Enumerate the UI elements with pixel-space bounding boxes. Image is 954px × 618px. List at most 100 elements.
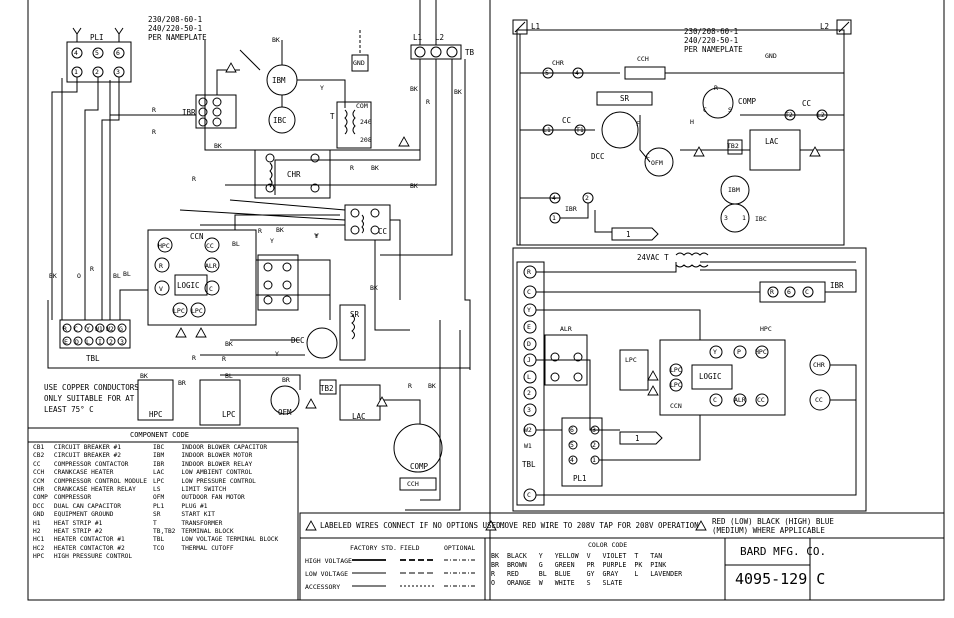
component-desc	[178, 553, 281, 561]
plug-pin: 3	[116, 68, 120, 76]
rt-comp: COMP	[738, 97, 757, 106]
component-abbr: COMP	[33, 494, 48, 502]
lac-label: LAC	[352, 412, 366, 421]
color-abbr: W	[538, 579, 543, 587]
component-desc: COMPRESSOR CONTROL MODULE	[53, 477, 148, 485]
rb-tbl-term: Y	[527, 306, 531, 314]
component-desc: HEATER CONTACTOR #2	[53, 544, 125, 552]
rb-node: Y	[713, 348, 717, 356]
tbl-term: C	[74, 325, 78, 333]
plug-pin: 2	[95, 68, 99, 76]
component-abbr: DCC	[33, 502, 45, 510]
hpc-switch-label: HPC	[149, 410, 163, 419]
rb-ibr: IBR	[830, 281, 844, 290]
wire-label: Y	[270, 237, 274, 245]
rt-gnd: GND	[765, 52, 777, 60]
rt-cch: CCH	[637, 55, 649, 63]
note-1: LABELED WIRES CONNECT IF NO OPTIONS USED…	[320, 521, 506, 530]
wire-label: BR	[282, 376, 290, 384]
plug-pin: 1	[74, 68, 78, 76]
color-name: BLACK	[506, 552, 527, 560]
rt-tb2: TB2	[727, 142, 739, 150]
rb-tbl-term: W1	[524, 442, 532, 450]
wire-label: R	[258, 227, 262, 235]
component-desc: CIRCUIT BREAKER #2	[53, 452, 121, 460]
wire-label: Y	[320, 84, 324, 92]
tbl-term: D	[75, 338, 79, 346]
ofm-label: OFM	[278, 408, 292, 417]
rt-node: R	[714, 84, 718, 92]
rb-lpc: LPC	[625, 356, 637, 364]
rt-ibr: IBR	[565, 205, 577, 213]
color-name: GREEN	[554, 561, 575, 569]
rt-supply-2: 240/220-50-1	[684, 36, 739, 45]
component-abbr: LPC	[153, 477, 165, 485]
component-abbr: CC	[33, 460, 41, 468]
rt-cc-right: CC	[802, 99, 812, 108]
copper-note-2: ONLY SUITABLE FOR AT	[44, 394, 135, 403]
component-desc: PLUG #1	[181, 502, 208, 510]
plug-pin: 5	[95, 49, 99, 57]
component-abbr: GND	[33, 511, 45, 519]
comp-label: COMP	[410, 462, 429, 471]
color-abbr	[630, 579, 646, 588]
wire-label: Y	[275, 350, 279, 358]
rb-tbl-term: J	[527, 356, 531, 364]
transformer-tap: 240	[360, 118, 372, 126]
rt-node: T2	[785, 111, 793, 119]
component-desc: INDOOR BLOWER RELAY	[181, 460, 253, 468]
component-desc: THERMAL CUTOFF	[181, 544, 234, 552]
rb-tbl-term: R	[527, 268, 531, 276]
component-desc: OUTDOOR FAN MOTOR	[181, 494, 245, 502]
rb-node: LPC	[670, 366, 682, 374]
note-3a: RED (LOW) BLACK (HIGH) BLUE	[712, 517, 834, 526]
component-abbr: TBL	[153, 536, 165, 544]
color-name: SLATE	[602, 579, 623, 587]
wire-label: R	[90, 265, 94, 273]
compressor	[393, 423, 443, 473]
wire-label: BL	[123, 270, 131, 278]
ofm-right	[644, 147, 674, 177]
copper-note-1: USE COPPER CONDUCTORS	[44, 383, 139, 392]
wire-label: R	[426, 98, 430, 106]
color-name: YELLOW	[554, 552, 579, 560]
wire-label: R	[192, 354, 196, 362]
rb-tbl-term: C	[527, 288, 531, 296]
dcc-label: DCC	[291, 336, 305, 345]
rb-tbl-term: C	[527, 491, 531, 499]
rb-transformer: 24VAC T	[637, 253, 669, 262]
color-name: BROWN	[506, 561, 527, 569]
rt-node: 3	[724, 214, 728, 222]
color-abbr: L	[634, 570, 639, 578]
rb-tbl-term: D	[527, 340, 531, 348]
color-abbr: BR	[491, 561, 499, 569]
tbl-term: E	[64, 338, 68, 346]
wire-label: BL	[232, 240, 240, 248]
plug-pin: 6	[116, 49, 120, 57]
tbl-term: I	[98, 338, 102, 346]
wire-label: BL	[113, 272, 121, 280]
ofm-motor	[270, 385, 300, 415]
component-abbr: TB,TB2	[153, 528, 176, 536]
rt-node: 1	[552, 214, 556, 222]
wire-label: BK	[276, 226, 284, 234]
component-desc: HEAT STRIP #2	[53, 528, 103, 536]
component-abbr: LAC	[153, 469, 165, 477]
rb-flag: 1	[635, 434, 640, 443]
color-name: WHITE	[554, 579, 575, 587]
c-node: C	[209, 285, 213, 293]
wire-label: BK	[140, 372, 148, 380]
plug-pin: 4	[74, 49, 78, 57]
supply-line-1: 230/208-60-1	[148, 15, 203, 24]
wire-label: BK	[272, 36, 280, 44]
color-name: PINK	[650, 561, 667, 569]
color-abbr: G	[538, 561, 543, 569]
ibc-right	[720, 203, 750, 233]
v-node: V	[159, 285, 163, 293]
